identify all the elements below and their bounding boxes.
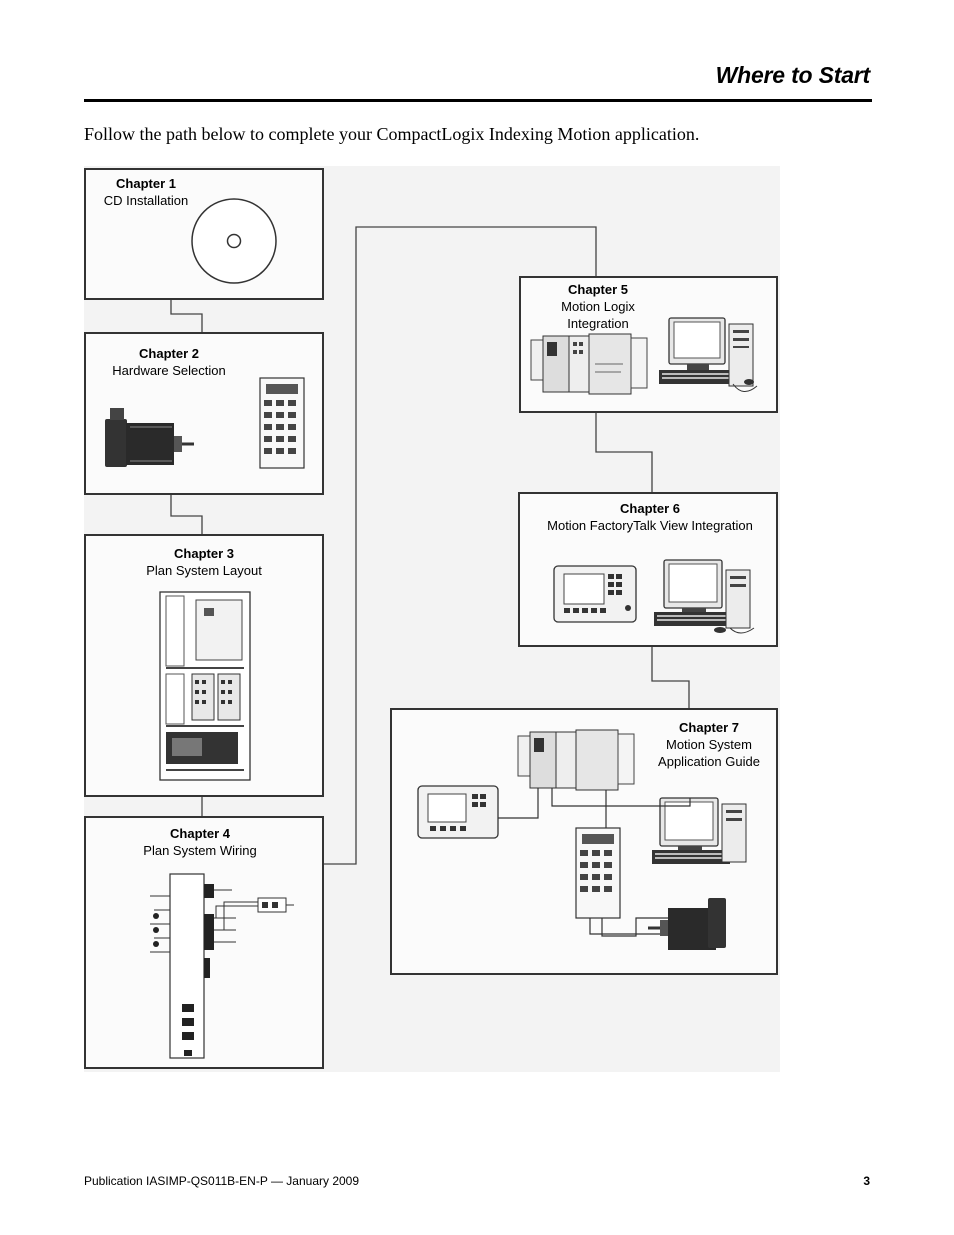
chapter-2-title: Hardware Selection (112, 363, 226, 378)
hmi-terminal-icon (553, 565, 637, 623)
chapter-5-box: Chapter 5 Motion Logix Integration (519, 276, 778, 413)
title-divider (84, 99, 872, 102)
chapter-1-caption: Chapter 1 CD Installation (86, 175, 206, 209)
chapter-5-title-line2: Integration (567, 316, 629, 331)
link-ch6-ch7 (651, 646, 690, 709)
servo-drive-icon (259, 377, 305, 469)
chapter-3-box: Chapter 3 Plan System Layout (84, 534, 324, 797)
link-ch2-ch3 (170, 494, 203, 535)
chapter-6-title: Motion FactoryTalk View Integration (547, 518, 753, 533)
chapter-5-title-line1: Motion Logix (561, 299, 635, 314)
chapter-5-number: Chapter 5 (568, 282, 628, 297)
chapter-7-title-line2: Application Guide (658, 754, 760, 769)
chapter-5-caption: Chapter 5 Motion Logix Integration (545, 281, 651, 332)
cd-disc-icon (191, 198, 277, 284)
chapter-4-title: Plan System Wiring (143, 843, 257, 858)
chapter-1-number: Chapter 1 (116, 176, 176, 191)
chapter-2-caption: Chapter 2 Hardware Selection (86, 345, 252, 379)
footer-publication: Publication IASIMP-QS011B-EN-P — January… (84, 1174, 360, 1188)
chapter-7-caption: Chapter 7 Motion System Application Guid… (654, 719, 764, 770)
chapter-1-title: CD Installation (103, 193, 189, 208)
footer-page-number: 3 (863, 1174, 870, 1188)
desktop-computer-icon (652, 797, 747, 864)
chapter-6-caption: Chapter 6 Motion FactoryTalk View Integr… (520, 500, 780, 534)
page-title: Where to Start (715, 62, 871, 88)
chapter-7-number: Chapter 7 (679, 720, 739, 735)
controller-rack-icon (530, 333, 648, 395)
controller-rack-icon (517, 729, 635, 791)
chapter-3-caption: Chapter 3 Plan System Layout (126, 545, 282, 579)
intro-text: Follow the path below to complete your C… (84, 124, 700, 144)
chapter-4-number: Chapter 4 (170, 826, 230, 841)
chapter-7-box: Chapter 7 Motion System Application Guid… (390, 708, 778, 975)
wiring-diagram-icon (150, 873, 294, 1059)
chapter-7-title-line1: Motion System (666, 737, 752, 752)
chapter-4-caption: Chapter 4 Plan System Wiring (122, 825, 278, 859)
servo-motor-icon (105, 408, 194, 467)
panel-layout-icon (159, 591, 251, 781)
desktop-computer-icon (659, 317, 758, 392)
chapter-3-title: Plan System Layout (146, 563, 262, 578)
desktop-computer-icon (654, 559, 755, 634)
chapter-6-number: Chapter 6 (620, 501, 680, 516)
servo-motor-icon (648, 898, 726, 950)
chapter-2-number: Chapter 2 (139, 346, 199, 361)
chapter-3-number: Chapter 3 (174, 546, 234, 561)
motion-system-illustration (417, 729, 747, 950)
link-ch5-ch6 (595, 412, 653, 493)
link-ch1-ch2 (170, 299, 203, 333)
chapter-4-box: Chapter 4 Plan System Wiring (84, 816, 324, 1069)
hmi-terminal-icon (417, 785, 499, 839)
link-ch4-ch5 (323, 226, 597, 865)
chapter-1-box: Chapter 1 CD Installation (84, 168, 324, 300)
chapter-6-box: Chapter 6 Motion FactoryTalk View Integr… (518, 492, 778, 647)
chapter-2-box: Chapter 2 Hardware Selection (84, 332, 324, 495)
servo-drive-icon (575, 827, 621, 919)
